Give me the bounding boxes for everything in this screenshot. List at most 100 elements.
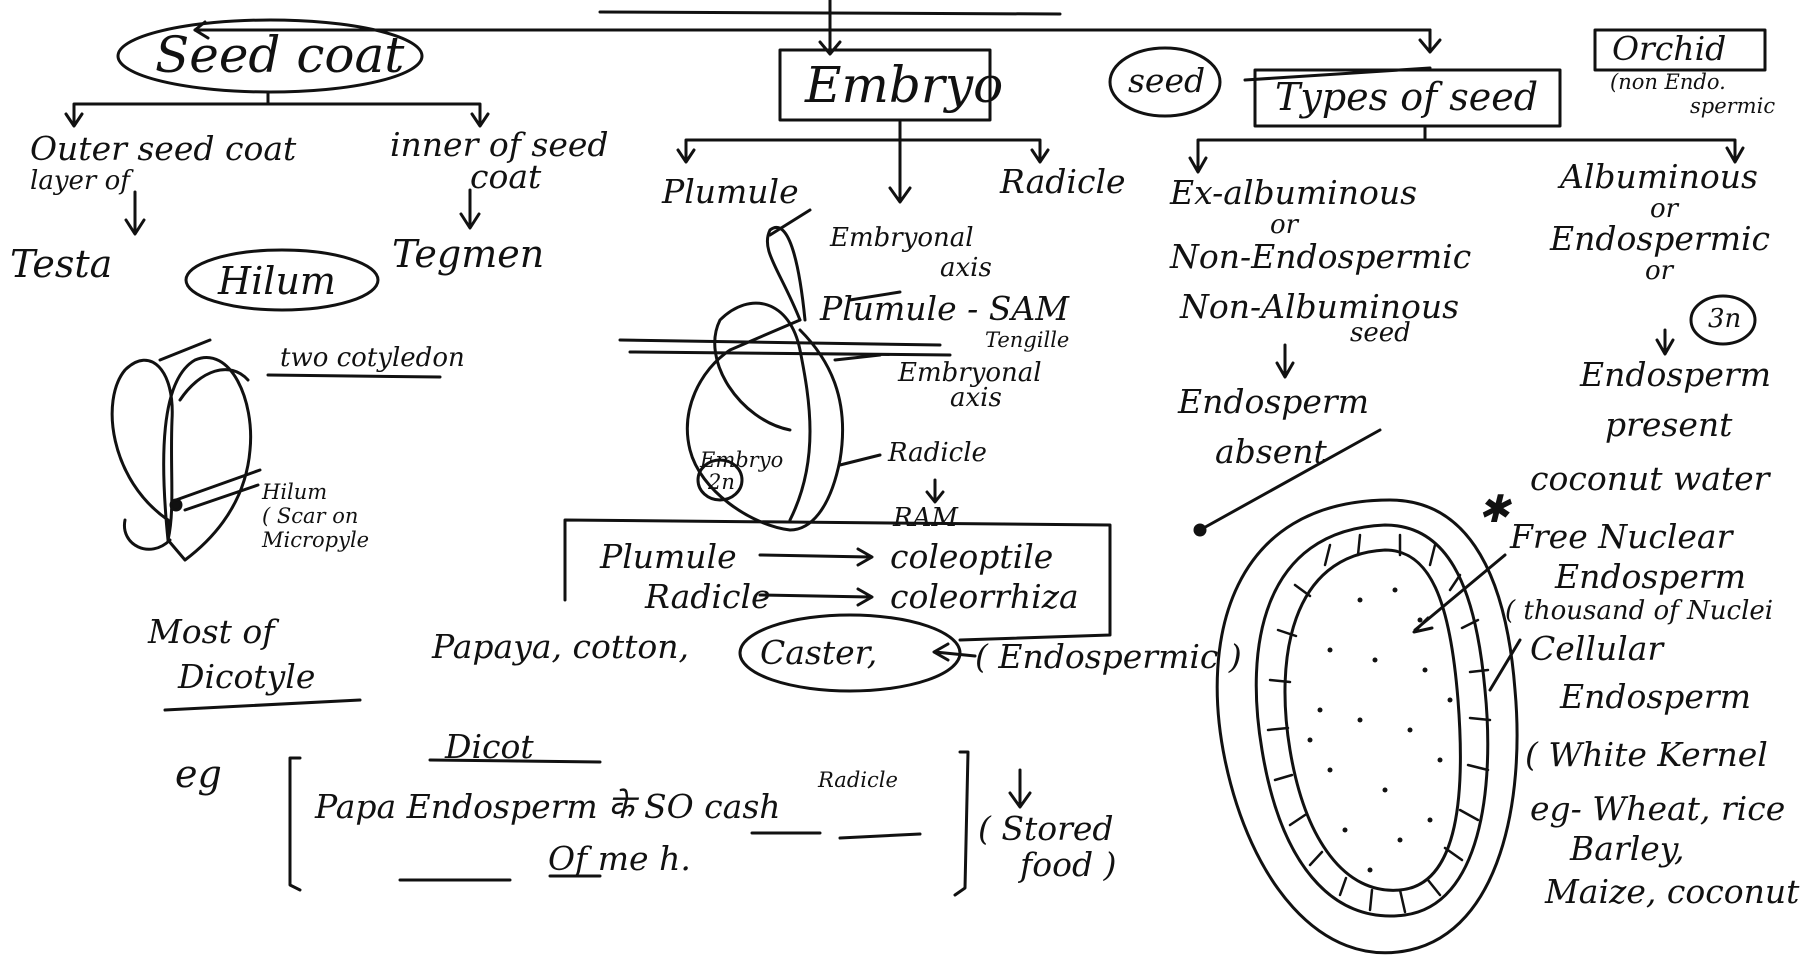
hilum-label: Hilum xyxy=(218,259,336,303)
caster-label: Caster, xyxy=(760,633,878,672)
box-plumule-label: Plumule xyxy=(600,537,737,576)
free-nuclear-label: Free Nuclear xyxy=(1510,517,1733,556)
star-icon: ✱ xyxy=(1478,487,1510,531)
radicle-to-ram-arrow xyxy=(925,478,945,504)
white-kernel-label: ( White Kernel xyxy=(1525,735,1768,774)
scar-on-label: ( Scar on xyxy=(262,504,359,528)
radicle-label: Radicle xyxy=(1000,162,1126,201)
embryo-2n-label: 2n xyxy=(708,470,735,494)
mnemonic-papa-endosperm: Papa Endosperm xyxy=(315,787,609,826)
types-branch-line xyxy=(1188,126,1745,174)
alb-or2-label: or xyxy=(1645,256,1674,286)
embryonal-axis-top-label: Embryonal xyxy=(830,223,974,253)
thousand-nuclei-label: ( thousand of Nuclei xyxy=(1505,596,1774,626)
tengile-label: Tengille xyxy=(985,328,1070,352)
ex-albuminous-label: Ex-albuminous xyxy=(1170,173,1418,212)
present-label: present xyxy=(1605,405,1733,444)
orchid-note-1: (non Endo. xyxy=(1610,70,1726,94)
non-endospermic-label: Non-Endospermic xyxy=(1170,237,1472,276)
diagram-radicle-label: Radicle xyxy=(888,438,987,468)
root-to-types-arrow xyxy=(1418,28,1442,54)
embryonal-axis-mid-label: Embryonal xyxy=(898,358,1042,388)
outer-seed-coat-label: Outer seed coat xyxy=(30,129,297,168)
ploidy-3n-label: 3n xyxy=(1708,304,1742,334)
cellular-label: Cellular xyxy=(1530,629,1664,668)
types-of-seed-title: Types of seed xyxy=(1275,75,1539,119)
dicotyle-label: Dicotyle xyxy=(178,657,316,696)
barley-label: Barley, xyxy=(1570,829,1685,868)
ex-seed-label: seed xyxy=(1350,318,1411,348)
absent-strike xyxy=(1198,428,1382,532)
embryo-box xyxy=(778,48,992,122)
embryo-title: Embryo xyxy=(805,56,1004,114)
alb-endosperm-label: Endosperm xyxy=(1580,355,1771,394)
alb-or-label: or xyxy=(1650,194,1679,224)
axis-top-label: axis xyxy=(940,253,992,283)
testa-arrow xyxy=(124,190,146,236)
cash-underline xyxy=(838,832,922,840)
plumule-coleoptile-arrow xyxy=(758,547,874,567)
ploidy-3n-oval xyxy=(1689,294,1757,346)
orchid-label: Orchid xyxy=(1612,29,1727,68)
inner-seed-coat-label: inner of seed xyxy=(390,125,609,164)
radicle-faded-label: Radicle xyxy=(818,768,898,792)
coleorrhiza-label: coleorrhiza xyxy=(890,577,1079,616)
eg-wheat-rice-label: eg- Wheat, rice xyxy=(1530,789,1786,828)
mnemonic-line-1: Papa Endosperm के SO cash xyxy=(315,790,781,823)
seed-coat-branch-line xyxy=(64,90,490,128)
dicot-label: Dicot xyxy=(445,727,534,766)
cellular-endosperm-label: Endosperm xyxy=(1560,677,1751,716)
box-radicle-label: Radicle xyxy=(645,577,771,616)
stored-label: ( Stored xyxy=(978,809,1114,848)
albuminous-label: Albuminous xyxy=(1560,157,1758,196)
hilum-oval xyxy=(184,248,380,312)
mnemonic-line-2: Of me h. xyxy=(548,839,691,878)
tegmen-label: Tegmen xyxy=(392,232,545,276)
mnemonic-box xyxy=(288,750,970,897)
tegmen-arrow xyxy=(459,188,481,230)
dicot-seed-drawing xyxy=(110,338,442,562)
coconut-water-label: coconut water xyxy=(1530,459,1770,498)
coleoptile-label: coleoptile xyxy=(890,537,1054,576)
dicot-label-underline xyxy=(428,758,602,764)
eg-label: eg xyxy=(175,752,222,796)
dicot-underline xyxy=(163,698,362,712)
micropyle-label: Micropyle xyxy=(262,528,370,552)
most-of-label: Most of xyxy=(148,612,275,651)
endospermic-note: ( Endospermic ) xyxy=(975,637,1242,676)
endospermic-arrow xyxy=(932,642,977,662)
coat-label: coat xyxy=(470,157,542,196)
alb-arrow xyxy=(1655,328,1675,356)
testa-label: Testa xyxy=(10,242,113,286)
endosperm-seed-drawing xyxy=(1215,498,1522,955)
orchid-box xyxy=(1593,28,1767,72)
mnemonic-hindi: के xyxy=(608,787,634,826)
plumule-label: Plumule xyxy=(662,172,799,211)
plumule-sam-label: Plumule - SAM xyxy=(820,289,1069,328)
free-endosperm-label: Endosperm xyxy=(1555,557,1746,596)
food-label: food ) xyxy=(1020,845,1117,884)
endospermic-label: Endospermic xyxy=(1550,219,1771,258)
seed-label: seed xyxy=(1128,61,1206,100)
layer-of-label: layer of xyxy=(30,166,130,196)
hilum-small-label: Hilum xyxy=(262,480,328,504)
seed-oval xyxy=(1108,46,1222,118)
non-albuminous-label: Non-Albuminous xyxy=(1180,287,1460,326)
orchid-note-2: spermic xyxy=(1690,94,1776,118)
two-cotyledon-label: two cotyledon xyxy=(280,343,465,373)
mnemonic-so-cash: SO cash xyxy=(633,787,781,826)
axis-mid-label: axis xyxy=(950,383,1002,413)
ex-or-label: or xyxy=(1270,210,1299,240)
stored-food-arrow xyxy=(1008,768,1032,809)
types-seed-arrow xyxy=(1243,66,1432,82)
embryo-small-label: Embryo xyxy=(700,448,784,472)
monocot-seed-drawing xyxy=(618,208,952,532)
seed-coat-oval xyxy=(116,18,424,94)
ram-label: RAM xyxy=(893,503,958,533)
embryo-branch-line xyxy=(676,120,1050,164)
seed-coat-title: Seed coat xyxy=(155,26,405,84)
papaya-cotton-label: Papaya, cotton, xyxy=(432,627,689,666)
embryo-center-arrow xyxy=(888,138,912,204)
maize-coconut-label: Maize, coconut xyxy=(1545,872,1800,911)
